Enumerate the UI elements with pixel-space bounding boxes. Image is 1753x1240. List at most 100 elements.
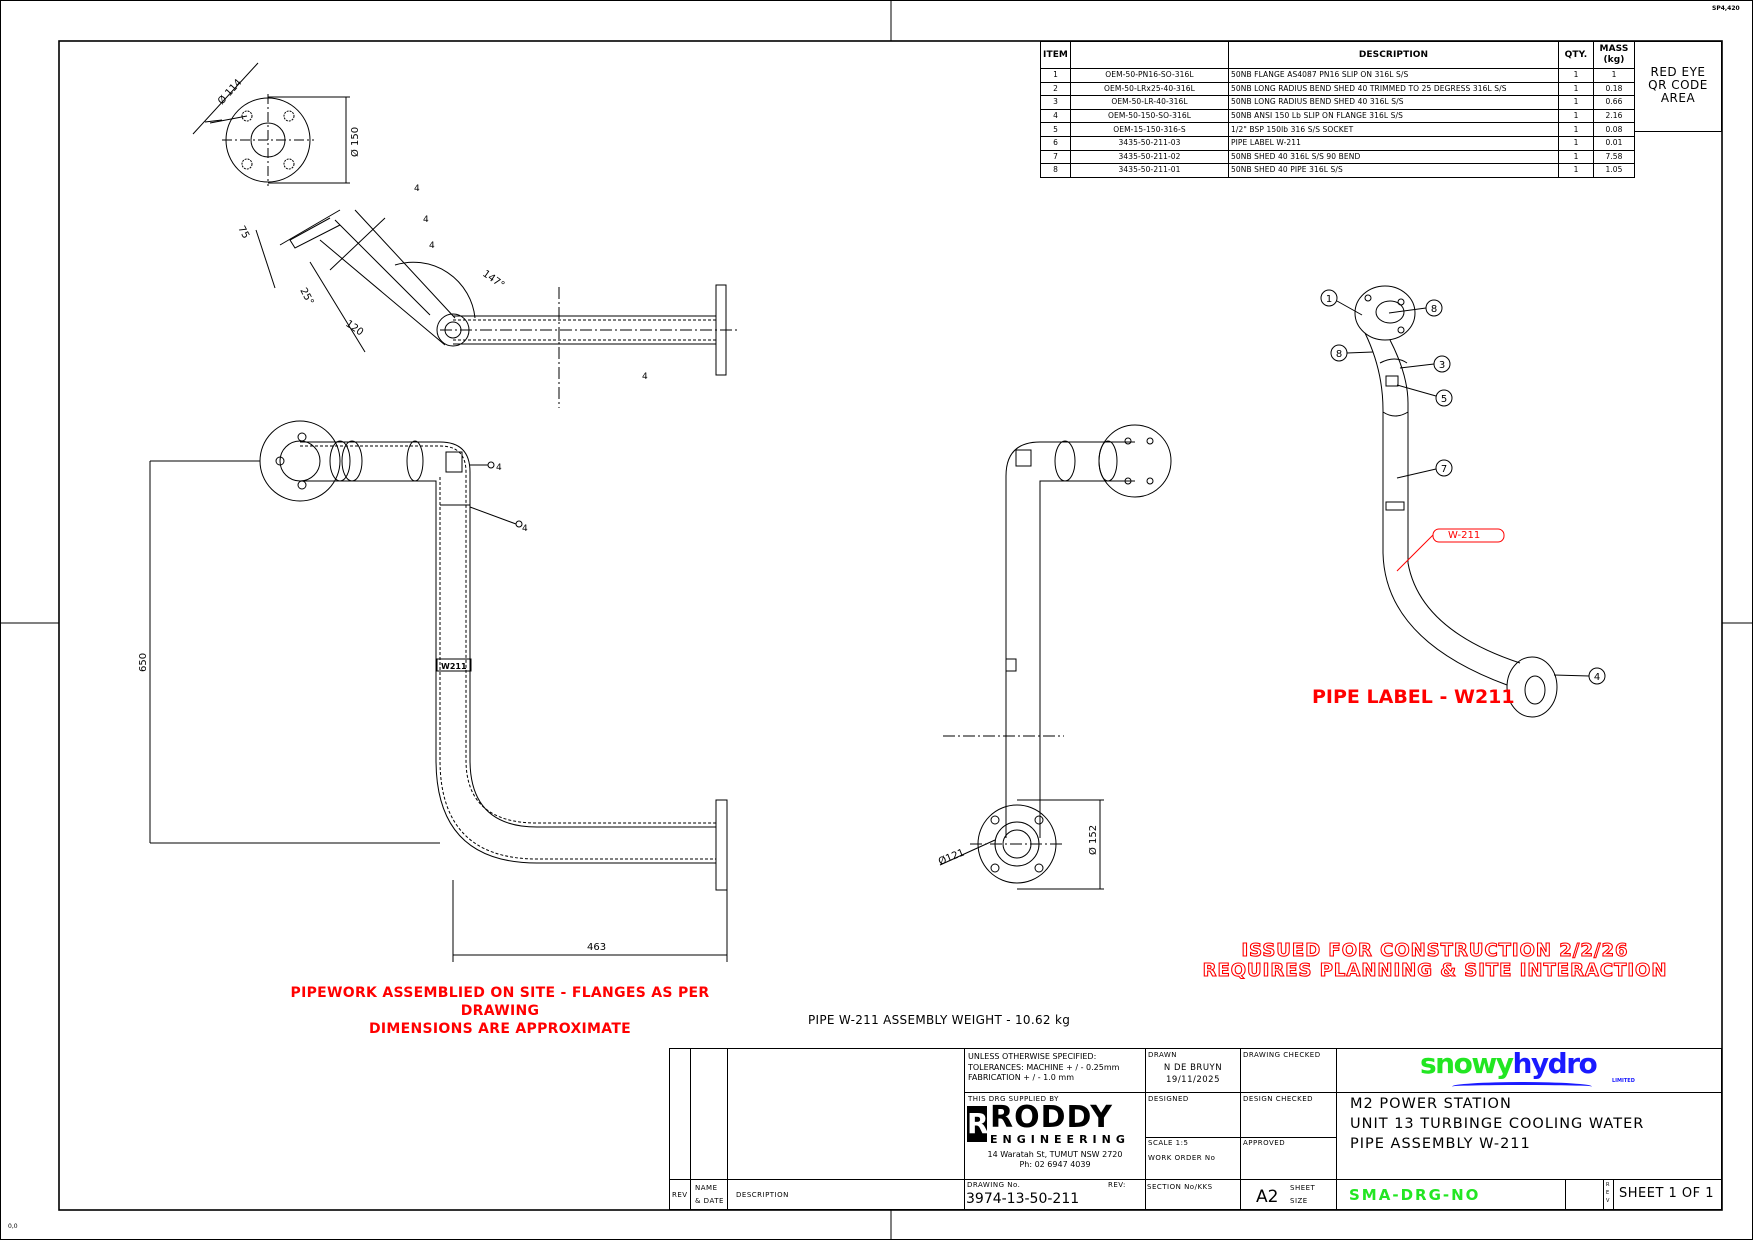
svg-text:1: 1 — [1326, 294, 1332, 305]
balloon-leaders — [1336, 300, 1590, 677]
elevation-view-top — [255, 209, 740, 408]
bom-cell-description: 50NB ANSI 150 Lb SLIP ON FLANGE 316L S/S — [1228, 108, 1559, 124]
tolerance-line2: TOLERANCES: MACHINE + / - 0.25mm — [968, 1062, 1120, 1072]
iso-pipe-label-tag: W-211 — [1448, 530, 1480, 541]
qr-area-line2: QR CODE — [1648, 78, 1708, 92]
dim-120: 120 — [343, 318, 365, 338]
bom-cell-mass: 1.05 — [1593, 163, 1635, 178]
svg-text:4: 4 — [1594, 672, 1600, 683]
isometric-view — [1336, 285, 1590, 718]
svg-text:3: 3 — [1439, 360, 1445, 371]
rev-small-label: REV — [1606, 1182, 1610, 1204]
balloon-8: 8 — [1330, 344, 1348, 362]
bom-cell-description: 50NB LONG RADIUS BEND SHED 40 316L S/S — [1228, 95, 1559, 110]
dim-flange-pcd: Ø 114 — [215, 77, 244, 107]
balloon-3: 3 — [1433, 355, 1451, 373]
supplied-by-label: THIS DRG SUPPLIED BY — [968, 1095, 1059, 1103]
bom-header-description: DESCRIPTION — [1228, 41, 1559, 69]
sheet-origin: 0,0 — [8, 1223, 18, 1230]
bom-cell-qty: 1 — [1558, 163, 1594, 178]
svg-text:8: 8 — [1336, 349, 1342, 360]
dim-angle-25: 25° — [297, 286, 315, 307]
dim-75: 75 — [235, 224, 251, 240]
client-drg-no: SMA-DRG-NO — [1349, 1186, 1481, 1204]
title-line3: PIPE ASSEMBLY W-211 — [1350, 1136, 1531, 1152]
drawing-no-label: DRAWING No. — [967, 1181, 1021, 1189]
bom-cell-part: OEM-15-150-316-S — [1070, 122, 1229, 137]
rev-small-cell — [1603, 1179, 1614, 1210]
site-note-line2: DIMENSIONS ARE APPROXIMATE — [368, 1021, 632, 1037]
dim-side-152: Ø 152 — [1087, 825, 1099, 855]
bom-cell-qty: 1 — [1558, 95, 1594, 110]
design-checked-label: DESIGN CHECKED — [1243, 1095, 1314, 1103]
front-view — [149, 420, 728, 962]
tolerance-line1: UNLESS OTHERWISE SPECIFIED: — [968, 1052, 1097, 1061]
bom-cell-part: 3435-50-211-01 — [1070, 163, 1229, 178]
drawing-rev-label: REV: — [1108, 1181, 1126, 1189]
bom-cell-part: OEM-50-PN16-SO-316L — [1070, 68, 1229, 83]
bom-cell-qty: 1 — [1558, 108, 1594, 124]
sheet-of: SHEET 1 OF 1 — [1619, 1186, 1715, 1201]
bom-cell-mass: 1 — [1593, 68, 1635, 83]
balloon-5: 5 — [1435, 389, 1453, 407]
dim-side-121: Ø121 — [937, 847, 967, 868]
bom-cell-part: 3435-50-211-03 — [1070, 135, 1229, 151]
supplier-phone: Ph: 02 6947 4039 — [1019, 1160, 1091, 1169]
balloon-8: 8 — [1425, 299, 1443, 317]
client-logo-swoosh — [1452, 1082, 1592, 1091]
dim-flange-od: Ø 150 — [349, 127, 361, 157]
supplier-address: 14 Waratah St, TUMUT NSW 2720 — [987, 1150, 1123, 1159]
svg-text:7: 7 — [1441, 464, 1447, 475]
weld-size: 4 — [642, 372, 648, 382]
bom-cell-qty: 1 — [1558, 122, 1594, 137]
drawn-date: 19/11/2025 — [1166, 1075, 1220, 1085]
title-line2: UNIT 13 TURBINGE COOLING WATER — [1350, 1116, 1645, 1132]
tolerance-line3: FABRICATION + / - 1.0 mm — [968, 1073, 1075, 1082]
sheet-size-label1: SHEET — [1290, 1184, 1316, 1192]
issued-note-line1: ISSUED FOR CONSTRUCTION 2/2/26 — [1241, 940, 1628, 961]
balloon-4: 4 — [1588, 667, 1606, 685]
qr-area-line1: RED EYE — [1650, 65, 1706, 79]
bom-cell-part: OEM-50-150-SO-316L — [1070, 108, 1229, 124]
bom-cell-item: 8 — [1040, 163, 1071, 178]
dim-650: 650 — [138, 653, 149, 672]
side-view — [939, 424, 1172, 890]
drawn-info: N DE BRUYN 19/11/2025 — [1145, 1062, 1241, 1086]
supplier-logo-sub: ENGINEERING — [990, 1133, 1130, 1146]
drawing-checked-label: DRAWING CHECKED — [1243, 1051, 1321, 1059]
bom-cell-mass: 2.16 — [1593, 108, 1635, 124]
bom-header-qty: QTY. — [1558, 41, 1594, 69]
bom-header-mass: MASS (kg) — [1593, 41, 1635, 69]
client-logo: snowyhydro — [1420, 1048, 1598, 1080]
bom-cell-description: 1/2" BSP 150lb 316 S/S SOCKET — [1228, 122, 1559, 137]
issued-note-line2: REQUIRES PLANNING & SITE INTERACTION — [1203, 960, 1668, 981]
qr-area-line3: AREA — [1660, 91, 1696, 105]
title-line1: M2 POWER STATION — [1350, 1096, 1512, 1112]
supplier-contact: 14 Waratah St, TUMUT NSW 2720 Ph: 02 694… — [964, 1150, 1146, 1170]
date-label: & DATE — [695, 1197, 724, 1205]
supplier-logo: RODDY — [990, 1100, 1113, 1135]
bom-cell-mass: 7.58 — [1593, 149, 1635, 165]
svg-text:5: 5 — [1441, 394, 1447, 405]
pipe-tag-front: W211 — [441, 662, 467, 671]
designed-label: DESIGNED — [1148, 1095, 1189, 1103]
bom-cell-description: 50NB LONG RADIUS BEND SHED 40 TRIMMED TO… — [1228, 81, 1559, 97]
weld-size: 4 — [496, 463, 502, 473]
description-label: DESCRIPTION — [736, 1191, 789, 1199]
name-label: NAME — [695, 1184, 718, 1192]
client-logo-limited: LIMITED — [1612, 1078, 1635, 1084]
drawing-number: 3974-13-50-211 — [966, 1191, 1080, 1207]
drawn-label: DRAWN — [1148, 1051, 1178, 1059]
bom-cell-part: OEM-50-LRx25-40-316L — [1070, 81, 1229, 97]
bom-cell-item: 7 — [1040, 149, 1071, 165]
weld-size: 4 — [429, 241, 435, 251]
assembly-weight: PIPE W-211 ASSEMBLY WEIGHT - 10.62 kg — [808, 1013, 1071, 1027]
work-order-label: WORK ORDER No — [1148, 1154, 1216, 1162]
scale-label: SCALE 1:5 — [1148, 1139, 1189, 1147]
bom-header-part — [1070, 41, 1229, 69]
